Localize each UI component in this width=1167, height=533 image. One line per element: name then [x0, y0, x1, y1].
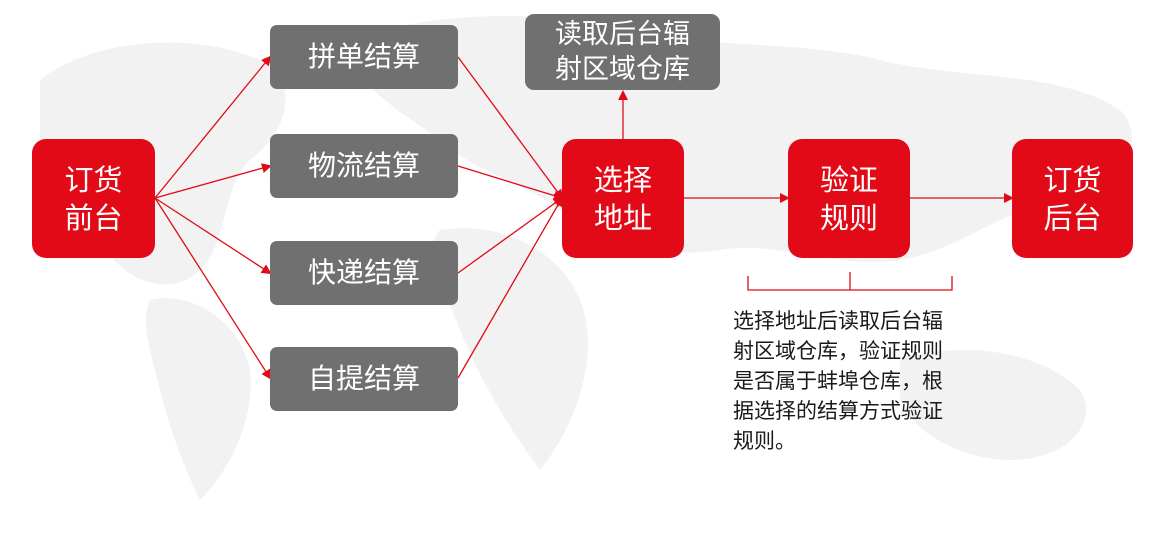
note-line: 是否属于蚌埠仓库，根	[733, 369, 943, 393]
note-brace	[747, 272, 953, 291]
pickup-checkout-node: 自提结算	[270, 347, 458, 411]
group-checkout-node: 拼单结算	[270, 25, 458, 89]
node-label: 物流结算	[307, 149, 420, 182]
node-label: 拼单结算	[307, 40, 420, 73]
verify-rules-node: 验证规则	[788, 139, 910, 258]
arrow-front-to-logistics	[154, 163, 272, 199]
node-label: 订货	[1043, 162, 1102, 197]
node-label: 射区域仓库	[555, 54, 690, 85]
note-line: 规则。	[733, 429, 796, 453]
arrow-front-to-group	[154, 55, 272, 199]
arrow-front-to-express	[154, 197, 272, 275]
node-label: 自提结算	[307, 362, 420, 395]
order-front-node: 订货前台	[32, 139, 155, 258]
logistics-checkout-node: 物流结算	[270, 134, 458, 198]
node-label: 规则	[819, 200, 878, 235]
arrow-group-to-address	[457, 56, 564, 200]
node-label: 订货	[64, 162, 123, 197]
arrow-pickup-to-address	[457, 196, 564, 379]
node-label: 地址	[593, 200, 652, 235]
arrow-front-to-pickup	[154, 197, 272, 380]
node-label: 选择	[593, 162, 652, 197]
node-label: 验证	[819, 162, 878, 197]
read-warehouse-node: 读取后台辐射区域仓库	[525, 14, 720, 90]
note-line: 选择地址后读取后台辐	[733, 309, 943, 333]
node-label: 后台	[1043, 200, 1102, 235]
node-label: 读取后台辐	[555, 19, 690, 50]
note-line: 据选择的结算方式验证	[733, 399, 943, 423]
arrow-logistics-to-address	[457, 165, 564, 201]
arrow-express-to-address	[457, 196, 564, 274]
select-address-node: 选择地址	[562, 139, 684, 258]
address-note: 选择地址后读取后台辐 射区域仓库，验证规则 是否属于蚌埠仓库，根 据选择的结算方…	[733, 306, 973, 456]
express-checkout-node: 快递结算	[270, 241, 458, 305]
node-label: 前台	[64, 200, 123, 235]
node-label: 快递结算	[307, 256, 420, 289]
order-back-node: 订货后台	[1012, 139, 1133, 258]
note-line: 射区域仓库，验证规则	[733, 339, 943, 363]
